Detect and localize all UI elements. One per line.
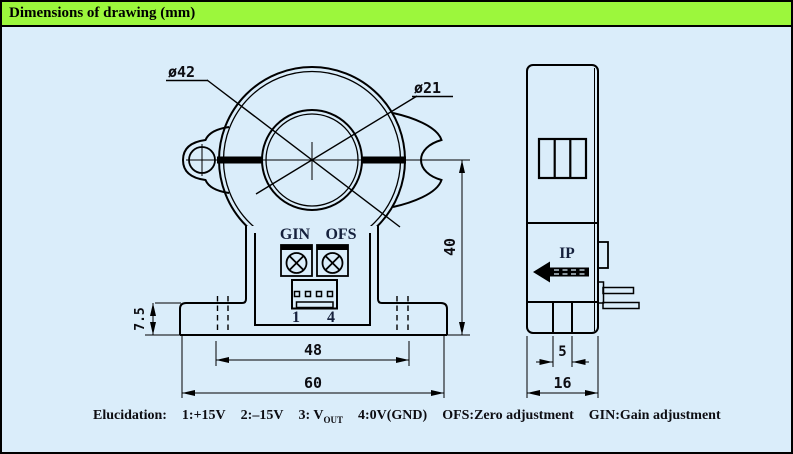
gain-potentiometer-icon: [280, 244, 313, 277]
leader-inner-diameter: [255, 95, 418, 195]
pin1-label: 1: [292, 309, 300, 326]
hidden-edges: [216, 296, 409, 335]
dim-16: 16: [526, 336, 599, 398]
dim-40: 40: [441, 159, 470, 336]
upper-pin: [602, 286, 635, 295]
technical-drawing: ø42 ø21 GI: [133, 63, 640, 398]
dim-60-value: 60: [304, 374, 322, 392]
side-view: IP 5: [526, 64, 640, 398]
dim-16-value: 16: [553, 374, 571, 392]
dim-40-value: 40: [441, 238, 459, 256]
housing-body: [179, 225, 448, 336]
inner-diameter-label: ø21: [414, 79, 441, 97]
ofs-meaning: OFS:Zero adjustment: [442, 408, 574, 423]
outer-diameter-label: ø42: [168, 63, 195, 81]
current-direction-arrow-icon: [533, 261, 589, 283]
pin4-meaning: 4:0V(GND): [357, 408, 428, 423]
pin2-meaning: 2:–15V: [240, 408, 284, 423]
title-bar: Dimensions of drawing (mm): [2, 2, 791, 27]
gain-pot-label: GIN: [280, 226, 311, 243]
dim-5: 5: [536, 336, 589, 367]
panel-title: Dimensions of drawing (mm): [9, 5, 196, 21]
side-outline: [526, 64, 599, 334]
side-latch: [597, 241, 609, 269]
lower-pin: [602, 301, 640, 310]
dim-48: 48: [215, 341, 410, 366]
dim-7-5: 7.5: [133, 302, 181, 336]
offset-pot-label: OFS: [325, 226, 356, 243]
drawing-canvas: ø42 ø21 GI: [2, 27, 791, 452]
pin-connector: [291, 279, 338, 310]
offset-potentiometer-icon: [316, 244, 349, 277]
right-slot-bar: [362, 156, 406, 164]
left-slot-bar: [217, 156, 262, 164]
vent-slots-icon: [537, 137, 588, 180]
elucidation-label: Elucidation:: [93, 408, 167, 423]
front-view: ø42 ø21 GI: [133, 63, 470, 398]
dim-48-value: 48: [304, 341, 322, 359]
gin-meaning: GIN:Gain adjustment: [588, 408, 721, 423]
elucidation-note: Elucidation: 1:+15V 2:–15V 3: VOUT 4:0V(…: [93, 408, 721, 425]
primary-current-label: IP: [559, 245, 575, 262]
recessed-panel: [254, 233, 371, 326]
left-mounting-ear: [181, 126, 230, 194]
dim-60: 60: [181, 336, 445, 398]
pin1-meaning: 1:+15V: [181, 408, 226, 423]
dim-5-value: 5: [558, 344, 566, 360]
pin4-label: 4: [327, 309, 335, 326]
leader-outer-diameter: [206, 79, 401, 228]
pin3-meaning: 3: VOUT: [298, 408, 343, 425]
dim-7-5-value: 7.5: [133, 307, 148, 330]
